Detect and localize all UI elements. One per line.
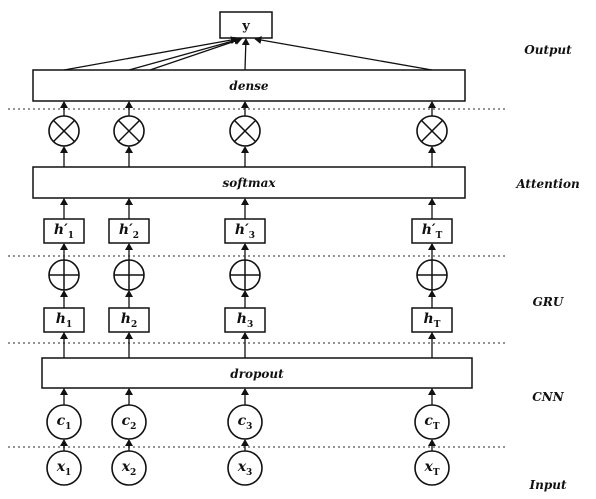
- gru-hidden-label-3-base: h: [237, 311, 247, 327]
- combined-hidden-label-2-base: h′: [119, 222, 133, 238]
- layer-label-input: Input: [529, 478, 567, 492]
- input-label-3-sub: 3: [246, 468, 252, 478]
- input-label-2-sub: 2: [130, 468, 136, 478]
- gru-hidden-label-1-sub: 1: [66, 320, 72, 330]
- times-op-b-2: [117, 119, 141, 143]
- combined-hidden-label-4-sub: T: [436, 231, 443, 241]
- gru-hidden-label-2-sub: 2: [131, 320, 137, 330]
- cnn-label-1-sub: 1: [65, 422, 71, 432]
- dropout-bar-label: dropout: [230, 367, 284, 381]
- cnn-label-3-base: c: [238, 413, 247, 429]
- combined-hidden-box-1: [43, 218, 85, 244]
- cnn-label-1-base: c: [57, 413, 66, 429]
- softmax-bar-label: softmax: [222, 176, 276, 190]
- edge-dense-to-y-1: [63, 36, 238, 71]
- gru-hidden-label-4-base: h: [424, 311, 434, 327]
- edge-dense-to-y-5: [254, 36, 433, 71]
- cnn-label-2-base: c: [122, 413, 131, 429]
- cnn-label-3-sub: 3: [246, 422, 252, 432]
- combined-hidden-box-3: [224, 218, 266, 244]
- input-label-3: x3: [237, 459, 253, 478]
- input-label-1: x1: [56, 459, 72, 478]
- cnn-label-4: cT: [424, 413, 440, 432]
- gru-hidden-label-4-sub: T: [434, 320, 441, 330]
- layer-label-gru: GRU: [533, 295, 565, 309]
- dense-bar-label: dense: [229, 79, 269, 93]
- connection-edges: [60, 36, 436, 451]
- gru-hidden-label-3: h3: [237, 311, 253, 330]
- input-label-2: x2: [121, 459, 137, 478]
- edge-dense-to-y-3: [149, 37, 243, 71]
- softmax-bar: [32, 166, 466, 199]
- gru-hidden-label-1: h1: [56, 311, 72, 330]
- input-label-3-base: x: [237, 459, 247, 475]
- cnn-label-4-base: c: [424, 413, 433, 429]
- input-label-4: xT: [423, 459, 439, 478]
- output-node-label: y: [241, 19, 250, 34]
- cnn-label-2: c2: [122, 413, 137, 432]
- cnn-label-1: c1: [57, 413, 72, 432]
- gru-hidden-label-2: h2: [121, 311, 137, 330]
- gru-hidden-label-3-sub: 3: [247, 320, 253, 330]
- times-op-b-4: [420, 119, 444, 143]
- output-node-box: [219, 11, 273, 39]
- gru-hidden-label-4: hT: [424, 311, 441, 330]
- input-label-1-base: x: [56, 459, 66, 475]
- input-label-1-sub: 1: [65, 468, 71, 478]
- input-label-4-base: x: [423, 459, 433, 475]
- dropout-bar: [41, 357, 473, 389]
- combined-hidden-label-2-sub: 2: [133, 231, 139, 241]
- gru-hidden-label-1-base: h: [56, 311, 66, 327]
- combined-hidden-label-3: h′3: [235, 222, 255, 241]
- times-op-b-3: [233, 119, 257, 143]
- layer-label-cnn: CNN: [532, 390, 565, 404]
- dense-bar: [32, 69, 466, 102]
- edge-dense-to-y-2: [128, 36, 242, 71]
- combined-hidden-box-4: [411, 218, 453, 244]
- cnn-label-3: c3: [238, 413, 253, 432]
- layer-label-output: Output: [524, 43, 572, 57]
- combined-hidden-label-3-base: h′: [235, 222, 249, 238]
- cnn-label-2-sub: 2: [130, 422, 136, 432]
- combined-hidden-label-1: h′1: [54, 222, 74, 241]
- input-label-4-sub: T: [433, 468, 440, 478]
- edge-dense-to-y-4: [241, 38, 250, 71]
- combined-hidden-label-3-sub: 3: [249, 231, 255, 241]
- times-op-b-1: [52, 119, 76, 143]
- combined-hidden-label-4-base: h′: [422, 222, 436, 238]
- layer-label-attention: Attention: [515, 177, 579, 191]
- gru-hidden-label-2-base: h: [121, 311, 131, 327]
- input-label-2-base: x: [121, 459, 131, 475]
- cnn-label-4-sub: T: [433, 422, 440, 432]
- combined-hidden-label-2: h′2: [119, 222, 139, 241]
- combined-hidden-label-1-base: h′: [54, 222, 68, 238]
- combined-hidden-label-1-sub: 1: [68, 231, 74, 241]
- gru-hidden-box-1: [43, 307, 85, 333]
- combined-hidden-label-4: h′T: [422, 222, 443, 241]
